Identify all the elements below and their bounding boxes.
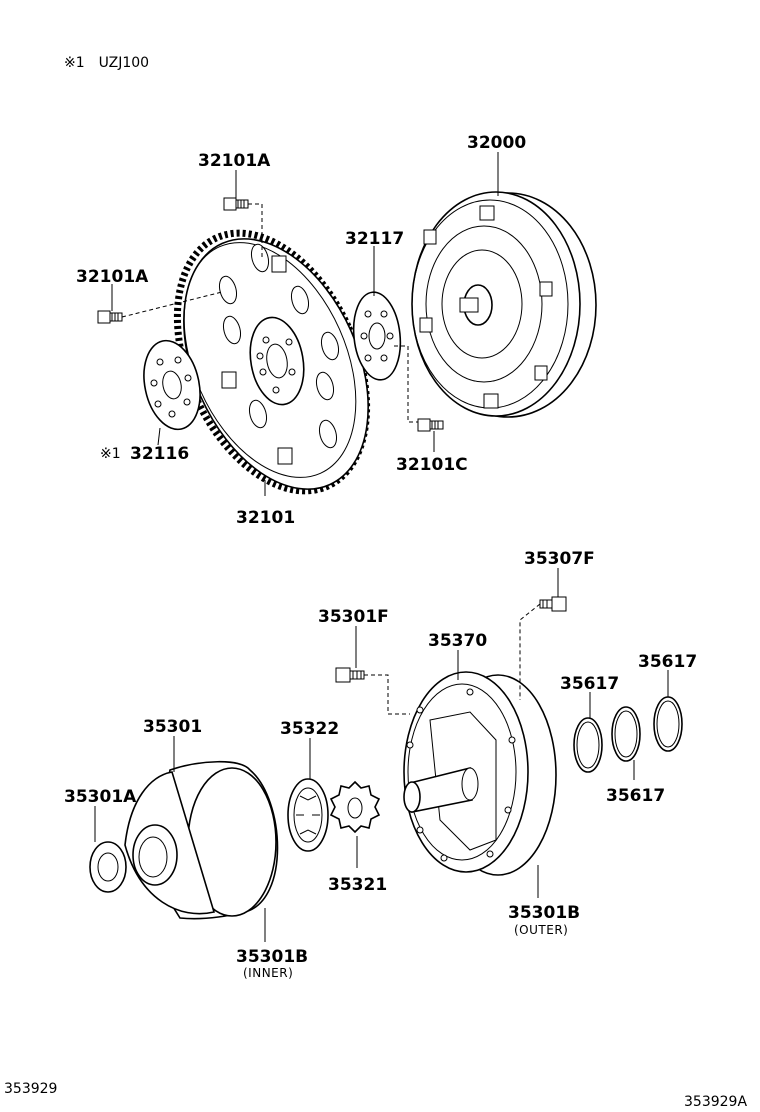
bolt-32101C [417,418,444,432]
pump-cover-35370 [403,671,557,876]
spacer-32117 [352,291,402,381]
seal-ring-35617-a [573,717,603,773]
pump-body-35301 [124,760,279,920]
oil-seal-35301A [89,841,127,893]
label-32101: 32101 [236,508,295,528]
driven-gear-35322 [287,778,329,852]
seal-ring-35617-b [611,706,641,762]
label-32101C: 32101C [396,455,468,475]
label-32116: 32116 [130,444,189,464]
label-32101A-left: 32101A [76,267,149,287]
label-35301B-outer-sub: (OUTER) [514,923,568,937]
label-35370: 35370 [428,631,487,651]
label-35301F: 35301F [318,607,389,627]
label-35321: 35321 [328,875,387,895]
bolt-32101A-top [223,197,249,211]
illustration-code-left: 353929 [4,1081,57,1097]
label-35301B-outer: 35301B [508,903,580,923]
label-32117: 32117 [345,229,404,249]
drive-gear-35321 [329,780,381,834]
label-35301B-inner: 35301B [236,947,308,967]
label-35617-top-right: 35617 [638,652,697,672]
label-32116-mark: ※1 [100,446,121,462]
label-35301A: 35301A [64,787,137,807]
spacer-32116 [143,339,201,431]
label-32101A-top: 32101A [198,151,271,171]
label-35307F: 35307F [524,549,595,569]
label-35301: 35301 [143,717,202,737]
label-35617-bottom: 35617 [606,786,665,806]
label-35301B-inner-sub: (INNER) [243,966,293,980]
drive-plate-32101 [173,229,371,495]
bolt-35301F [335,667,365,683]
applicability-note: ※1 UZJ100 [64,55,149,71]
bolt-32101A-left [97,310,123,324]
label-32000: 32000 [467,133,526,153]
bolt-35307F [539,596,567,612]
leader-lines [94,152,669,942]
illustration-code-right: 353929A [684,1094,747,1110]
label-35617-middle: 35617 [560,674,619,694]
seal-ring-35617-c [653,696,683,752]
torque-converter-32000 [411,191,597,418]
label-35322: 35322 [280,719,339,739]
